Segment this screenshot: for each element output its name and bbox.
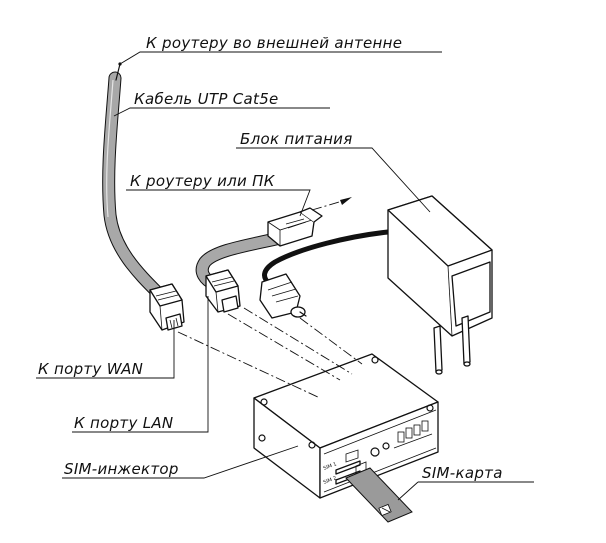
label-lan-port: К порту LAN xyxy=(74,414,173,432)
label-cable-utp: Кабель UTP Cat5e xyxy=(134,90,279,108)
sim-injector-device xyxy=(253,353,439,499)
label-wan-port: К порту WAN xyxy=(38,360,143,378)
label-power-supply: Блок питания xyxy=(240,130,353,148)
connection-paths xyxy=(177,199,363,399)
power-supply-block xyxy=(387,195,493,375)
dc-power-plug xyxy=(259,273,307,319)
sim2-marking: SIM 2 xyxy=(323,475,338,486)
power-cable xyxy=(262,229,391,287)
lan-rj45-plug xyxy=(205,269,241,313)
router-rj45-plug xyxy=(267,207,323,247)
sim1-marking: SIM 1 xyxy=(323,461,338,472)
label-router-external-antenna: К роутеру во внешней антенне xyxy=(146,34,402,52)
wan-rj45-plug xyxy=(149,283,185,331)
label-router-or-pc: К роутеру или ПК xyxy=(130,172,276,190)
utp-cable-wan xyxy=(102,62,167,302)
leader-lines xyxy=(36,51,534,501)
label-sim-card: SIM-карта xyxy=(422,464,503,482)
router-direction-arrow xyxy=(340,197,352,205)
label-sim-injector: SIM-инжектор xyxy=(64,460,179,478)
sim-card xyxy=(345,467,413,523)
